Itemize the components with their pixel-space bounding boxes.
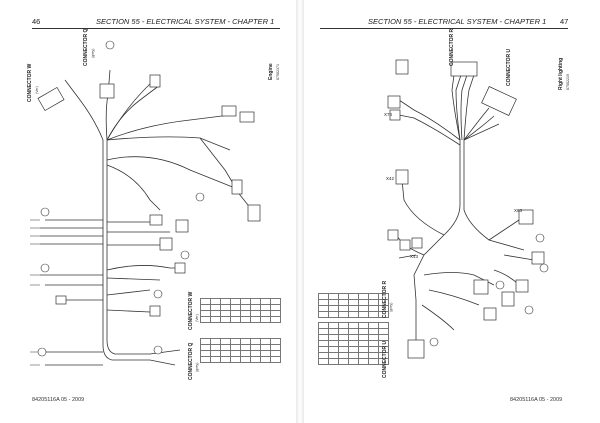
page-header: SECTION 55 - ELECTRICAL SYSTEM - CHAPTER…: [96, 17, 275, 26]
x43-label: X43: [410, 254, 419, 259]
header-rule: [32, 28, 280, 29]
table-connector-u-label: CONNECTOR U: [382, 340, 388, 378]
x63-label: X63: [514, 208, 523, 213]
engine-label: Engine: [268, 63, 274, 80]
page-gutter: [296, 0, 304, 423]
left-wiring-diagram: [30, 40, 261, 366]
connector-q-pin-table: [200, 338, 281, 363]
page-footer: 84205116A 05 - 2009: [510, 397, 563, 403]
page-header: SECTION 55 - ELECTRICAL SYSTEM - CHAPTER…: [368, 17, 547, 26]
right-lighting-label: Right lighting: [558, 57, 564, 90]
right-lighting-code: 87582219: [566, 74, 570, 90]
connector-w-label: CONNECTOR W: [27, 63, 33, 102]
table-connector-w-sub: (Ver): [195, 314, 199, 322]
engine-code: 87582371: [276, 64, 280, 80]
page-number: 47: [560, 17, 569, 26]
right-wiring-diagram: [387, 59, 549, 359]
connector-r-label: CONNECTOR R: [449, 28, 455, 66]
page-footer: 84205116A 05 - 2009: [32, 397, 85, 403]
table-connector-r-sub: (grey): [389, 302, 393, 312]
page-number: 46: [32, 17, 41, 26]
table-connector-w-label: CONNECTOR W: [188, 291, 194, 330]
table-connector-q-sub: (grey): [195, 362, 199, 372]
right-page: SECTION 55 - ELECTRICAL SYSTEM - CHAPTER…: [304, 0, 600, 423]
connector-w-pin-table: [200, 298, 281, 323]
connector-q-sub: (grey): [91, 48, 95, 58]
connector-r-pin-table: [318, 293, 389, 318]
x42-label: X42: [386, 176, 395, 181]
x74-label: X74: [384, 112, 393, 117]
connector-u-pin-table: [318, 322, 389, 365]
table-connector-r-label: CONNECTOR R: [382, 280, 388, 318]
left-page: 46 SECTION 55 - ELECTRICAL SYSTEM - CHAP…: [0, 0, 296, 423]
header-rule: [320, 28, 568, 29]
connector-w-sub: (Ver): [35, 86, 39, 94]
connector-q-label: CONNECTOR Q: [83, 28, 89, 66]
table-connector-q-label: CONNECTOR Q: [188, 342, 194, 380]
connector-u-label: CONNECTOR U: [506, 48, 512, 86]
